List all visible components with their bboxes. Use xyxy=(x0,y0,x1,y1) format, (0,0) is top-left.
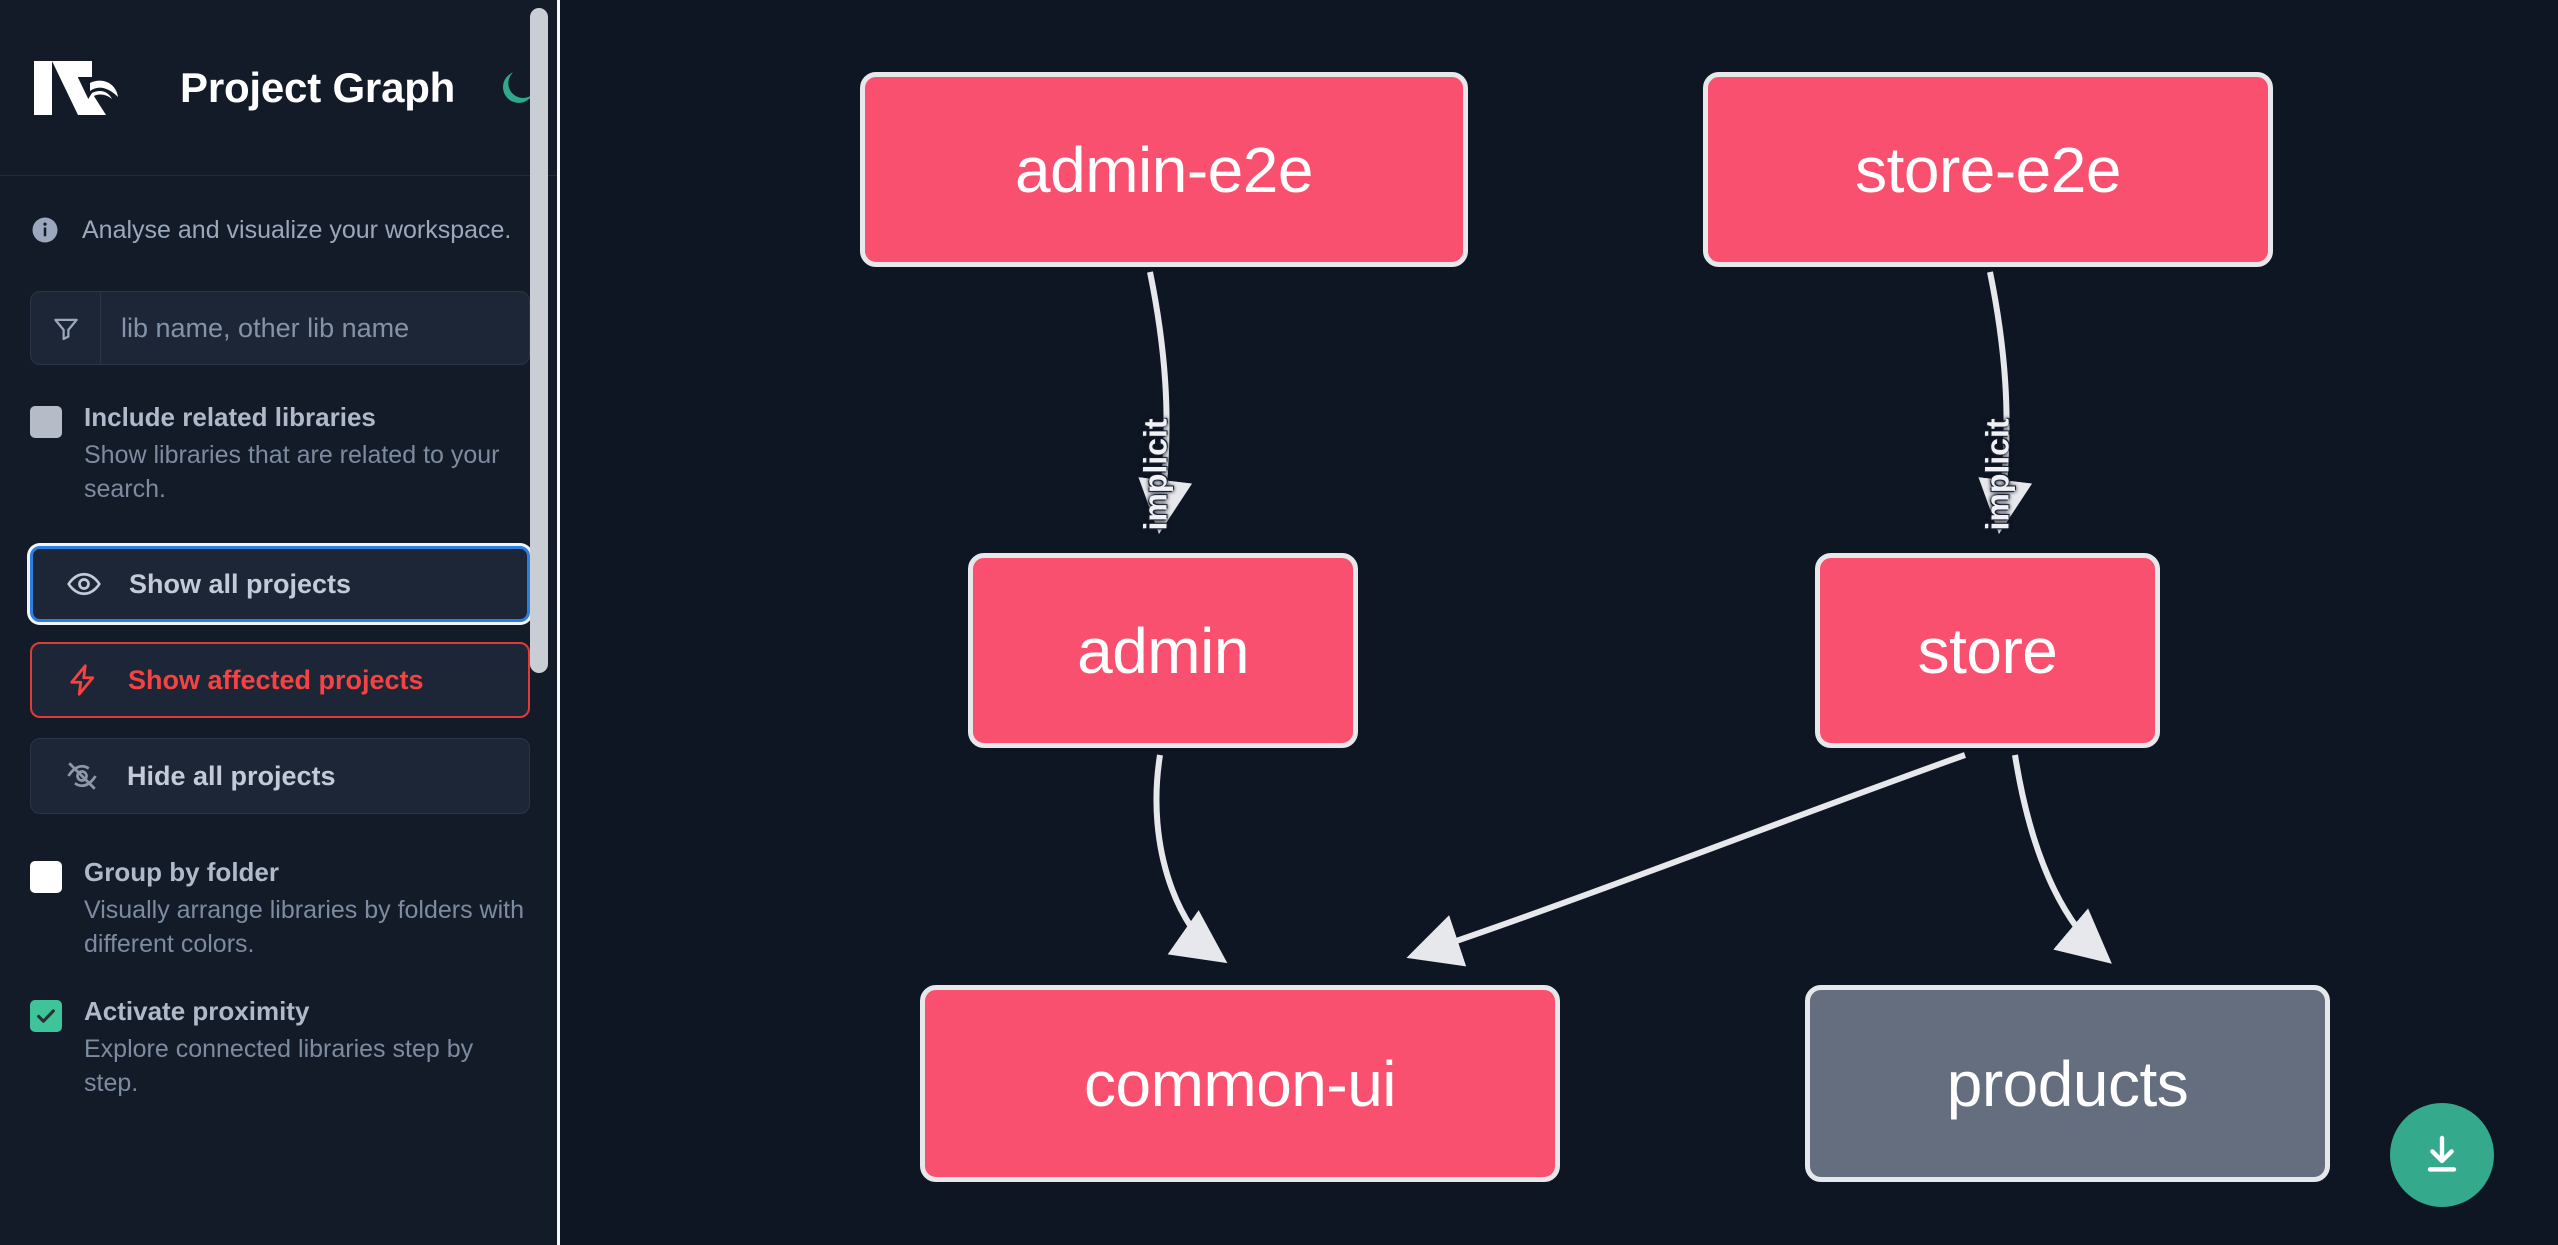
edge-store-e2e-to-store xyxy=(1978,271,2033,534)
info-circle-icon xyxy=(30,215,60,245)
nx-logo xyxy=(30,53,126,123)
checkbox-description: Visually arrange libraries by folders wi… xyxy=(84,895,525,958)
checkbox-box[interactable] xyxy=(30,861,62,893)
checkbox-include-related-libraries[interactable]: Include related libraries Show libraries… xyxy=(0,401,560,506)
edge-store-to-products xyxy=(2012,754,2112,964)
graph-node-admin-e2e[interactable]: admin-e2e xyxy=(860,72,1468,267)
graph-node-common-ui[interactable]: common-ui xyxy=(920,985,1560,1182)
eye-off-icon xyxy=(63,757,101,795)
graph-node-store[interactable]: store xyxy=(1815,553,2160,748)
checkbox-label: Include related libraries xyxy=(84,402,376,432)
sidebar-scrollbar[interactable] xyxy=(530,0,548,1245)
checkbox-activate-proximity[interactable]: Activate proximity Explore connected lib… xyxy=(0,995,560,1100)
checkbox-group-by-folder[interactable]: Group by folder Visually arrange librari… xyxy=(0,856,560,961)
edge-store-to-common-ui xyxy=(1406,752,1967,967)
button-label: Show affected projects xyxy=(128,664,424,695)
sidebar: Project Graph Analyse and visualize your… xyxy=(0,0,560,1245)
sidebar-header: Project Graph xyxy=(0,0,560,176)
show-all-projects-button[interactable]: Show all projects xyxy=(30,546,530,622)
checkbox-description: Explore connected libraries step by step… xyxy=(84,1034,474,1097)
check-icon xyxy=(37,1009,55,1023)
search-input[interactable] xyxy=(101,292,529,364)
download-graph-button[interactable] xyxy=(2390,1103,2494,1207)
info-banner: Analyse and visualize your workspace. xyxy=(0,184,560,276)
checkbox-label: Activate proximity xyxy=(84,996,310,1026)
button-label: Hide all projects xyxy=(127,760,336,791)
search-field[interactable] xyxy=(30,291,530,365)
eye-icon xyxy=(65,565,103,603)
visibility-button-group: Show all projects Show affected projects xyxy=(0,546,560,814)
download-icon xyxy=(2427,1135,2457,1172)
info-text: Analyse and visualize your workspace. xyxy=(82,215,512,244)
edge-admin-e2e-to-admin xyxy=(1138,271,1193,534)
page-title: Project Graph xyxy=(180,63,456,111)
graph-canvas[interactable]: admin-e2e store-e2e admin store common-u… xyxy=(560,0,2558,1245)
graph-node-admin[interactable]: admin xyxy=(968,553,1358,748)
checkbox-box[interactable] xyxy=(30,406,62,438)
lightning-icon xyxy=(64,661,102,699)
moon-icon[interactable] xyxy=(495,65,541,111)
checkbox-label: Group by folder xyxy=(84,857,279,887)
hide-all-projects-button[interactable]: Hide all projects xyxy=(30,738,530,814)
graph-node-products[interactable]: products xyxy=(1805,985,2330,1182)
graph-node-store-e2e[interactable]: store-e2e xyxy=(1703,72,2273,267)
checkbox-box[interactable] xyxy=(30,1000,62,1032)
graph-edges xyxy=(1138,271,2112,967)
button-label: Show all projects xyxy=(129,568,352,599)
sidebar-divider xyxy=(557,0,560,1245)
edge-admin-to-common-ui xyxy=(1153,754,1228,964)
show-affected-projects-button[interactable]: Show affected projects xyxy=(30,642,530,718)
filter-funnel-icon xyxy=(31,292,101,364)
sidebar-scrollbar-thumb[interactable] xyxy=(530,8,548,673)
checkbox-description: Show libraries that are related to your … xyxy=(84,440,500,503)
